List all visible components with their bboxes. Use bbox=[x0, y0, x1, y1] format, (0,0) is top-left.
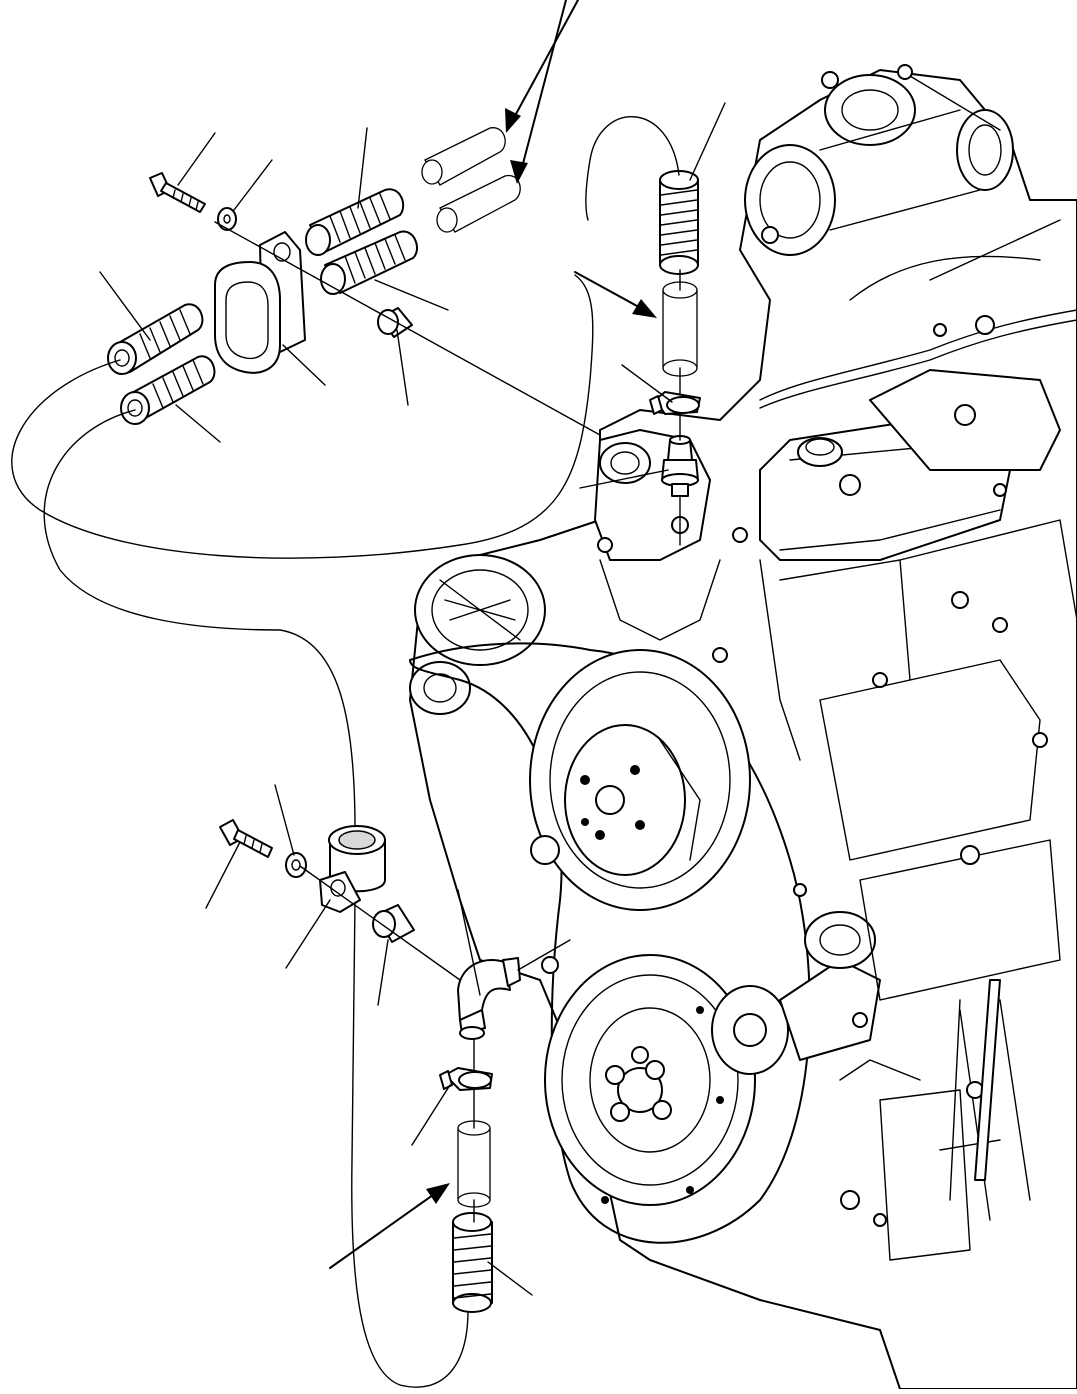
upper-axis-line bbox=[214, 221, 601, 436]
upper-leader-lines bbox=[99, 127, 449, 443]
lower-spacer-collar bbox=[372, 904, 415, 943]
lower-axis-line bbox=[299, 865, 475, 1223]
upper-spring-sleeve-1 bbox=[305, 188, 405, 256]
top-loop-line bbox=[585, 116, 680, 221]
valve-cover bbox=[759, 369, 1061, 561]
routing-lines bbox=[11, 274, 594, 1388]
top-centre-hose bbox=[574, 102, 726, 546]
lower-phantom-hose bbox=[457, 1120, 491, 1208]
crank-pulley bbox=[544, 954, 756, 1206]
engine-outline bbox=[409, 69, 1077, 1390]
lower-arrow bbox=[329, 1183, 450, 1269]
fuel-pipes bbox=[759, 219, 1077, 409]
left-spring-sleeve-1 bbox=[107, 303, 204, 375]
upper-hose-group bbox=[99, 0, 601, 443]
lower-spring-sleeve bbox=[452, 1212, 493, 1313]
block-details bbox=[530, 519, 1077, 1261]
lower-clamp-bracket bbox=[319, 825, 386, 913]
left-spring-sleeve-2 bbox=[120, 355, 216, 425]
lower-bolt bbox=[219, 819, 273, 858]
top-phantom-hose bbox=[662, 281, 698, 377]
upper-washer bbox=[217, 207, 237, 231]
top-spring-sleeve bbox=[659, 170, 699, 275]
lower-hose-group bbox=[205, 784, 571, 1313]
lower-elbow-fitting bbox=[457, 957, 521, 1040]
upper-clamp-bracket bbox=[214, 231, 306, 374]
top-hose-clamp bbox=[649, 391, 701, 415]
upper-spacer-collar bbox=[377, 307, 413, 338]
lower-washer bbox=[285, 852, 307, 878]
water-pump-pulley bbox=[529, 649, 751, 911]
upper-bolt bbox=[149, 172, 206, 213]
lower-leader-lines bbox=[205, 784, 533, 1296]
alternator bbox=[409, 554, 546, 715]
upper-spring-sleeve-2 bbox=[320, 230, 418, 295]
turbocharger bbox=[744, 64, 1014, 256]
top-fitting bbox=[661, 435, 699, 497]
lower-hose-clamp bbox=[439, 1067, 493, 1091]
engine-assembly bbox=[409, 64, 1077, 1390]
top-arrow bbox=[574, 271, 657, 318]
upper-arrows bbox=[505, 0, 579, 184]
tensioner-idler bbox=[711, 911, 881, 1075]
upper-phantom-hoses bbox=[421, 127, 521, 233]
